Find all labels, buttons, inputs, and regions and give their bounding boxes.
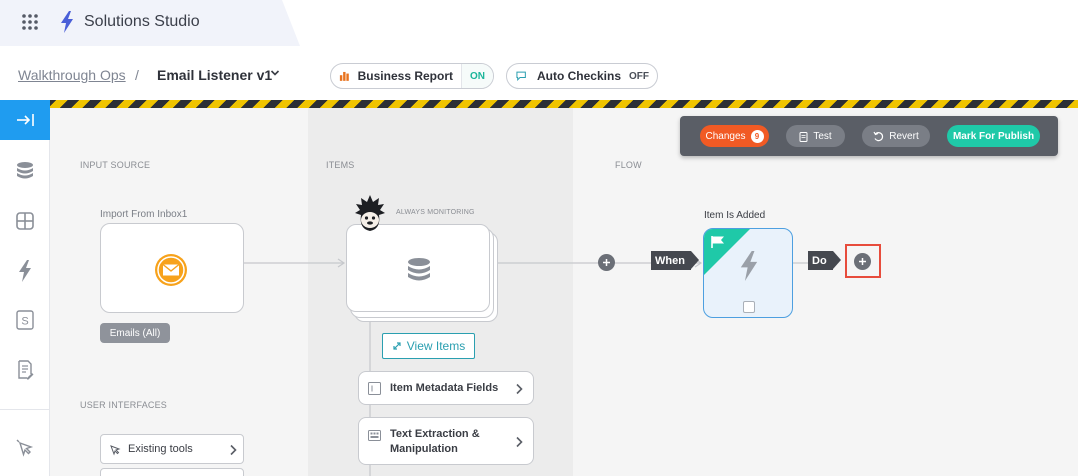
item-metadata-fields-card[interactable]: Item Metadata Fields xyxy=(358,371,534,405)
rail-pointer-button[interactable] xyxy=(0,430,50,466)
clipboard-icon xyxy=(799,131,808,142)
view-items-label: View Items xyxy=(406,339,466,353)
rail-divider xyxy=(0,409,50,410)
svg-text:S: S xyxy=(21,316,28,328)
add-action-highlight xyxy=(845,244,881,278)
cursor-click-icon xyxy=(110,445,121,456)
mark-for-publish-button[interactable]: Mark For Publish xyxy=(947,125,1040,147)
expand-arrow-icon xyxy=(17,114,34,126)
when-tag: When xyxy=(651,251,699,270)
email-envelope-icon xyxy=(155,254,187,286)
top-header: Solutions Studio xyxy=(0,0,1078,46)
chevron-down-icon[interactable] xyxy=(270,68,280,78)
database-icon xyxy=(17,162,33,179)
cursor-click-icon xyxy=(16,439,34,457)
input-source-heading: INPUT SOURCE xyxy=(80,160,151,170)
hazard-stripe xyxy=(50,100,1078,108)
user-interfaces-heading: USER INTERFACES xyxy=(80,400,168,410)
chat-bubble-icon xyxy=(516,71,526,82)
items-card[interactable] xyxy=(346,224,490,312)
existing-tools-label: Existing tools xyxy=(128,443,193,455)
rail-expand-button[interactable] xyxy=(0,100,50,140)
publish-toolbar: Changes 9 Test Revert Mark For Publish xyxy=(680,116,1058,156)
expand-diagonal-icon xyxy=(393,342,401,350)
business-report-label: Business Report xyxy=(357,69,453,83)
do-tag: Do xyxy=(808,251,841,270)
flow-column xyxy=(573,108,1078,476)
text-extraction-label-line2: Manipulation xyxy=(390,443,458,455)
header-band xyxy=(0,0,300,46)
auto-checkins-toggle[interactable]: Auto Checkins OFF xyxy=(506,63,658,89)
bolt-icon xyxy=(740,251,758,281)
breadcrumb: Walkthrough Ops / Email Listener v1 Busi… xyxy=(0,46,1078,100)
bolt-icon xyxy=(61,11,73,33)
revert-button[interactable]: Revert xyxy=(862,125,930,147)
inbox-source-title: Import From Inbox1 xyxy=(100,209,188,220)
flow-heading: FLOW xyxy=(615,160,642,170)
inbox-source-card[interactable] xyxy=(100,223,244,313)
always-monitoring-label: ALWAYS MONITORING xyxy=(396,209,475,216)
auto-checkins-state: OFF xyxy=(629,70,649,82)
plus-icon xyxy=(859,258,866,265)
item-metadata-fields-label: Item Metadata Fields xyxy=(390,382,499,394)
auto-checkins-label: Auto Checkins xyxy=(536,69,621,83)
metadata-field-icon xyxy=(368,382,381,395)
breadcrumb-separator: / xyxy=(135,67,139,83)
business-report-toggle[interactable]: Business Report ON xyxy=(330,63,494,89)
changes-count-badge: 9 xyxy=(750,129,764,143)
test-button[interactable]: Test xyxy=(786,125,845,147)
business-report-state: ON xyxy=(461,64,493,88)
trigger-checkbox[interactable] xyxy=(743,301,755,313)
text-extraction-card[interactable]: Text Extraction & Manipulation xyxy=(358,417,534,465)
trigger-title: Item Is Added xyxy=(704,210,766,221)
rail-notes-button[interactable] xyxy=(0,352,50,388)
add-action-button[interactable] xyxy=(854,253,871,270)
emails-filter-tag[interactable]: Emails (All) xyxy=(100,323,170,343)
chevron-right-icon xyxy=(230,444,237,456)
rail-database-button[interactable] xyxy=(0,153,50,189)
rail-solutions-button[interactable]: S xyxy=(0,302,50,338)
chevron-right-icon xyxy=(516,436,523,448)
grid-layout-icon xyxy=(16,212,34,230)
item-added-trigger-card[interactable] xyxy=(703,228,793,318)
breadcrumb-parent-link[interactable]: Walkthrough Ops xyxy=(18,67,126,83)
bolt-icon xyxy=(19,260,31,282)
breadcrumb-current: Email Listener v1 xyxy=(157,67,273,83)
items-heading: ITEMS xyxy=(326,160,355,170)
add-trigger-button[interactable] xyxy=(598,254,615,271)
edit-document-icon xyxy=(18,360,34,380)
changes-label: Changes xyxy=(705,130,746,142)
test-label: Test xyxy=(813,130,832,142)
rail-layout-button[interactable] xyxy=(0,203,50,239)
database-icon xyxy=(408,258,430,281)
rail-automation-button[interactable] xyxy=(0,253,50,289)
app-title: Solutions Studio xyxy=(84,13,200,30)
bar-chart-icon xyxy=(339,71,349,81)
apps-grid-icon[interactable] xyxy=(21,13,39,31)
revert-icon xyxy=(873,131,884,141)
view-items-button[interactable]: View Items xyxy=(382,333,475,359)
flag-icon xyxy=(711,236,724,248)
monkey-mascot-icon xyxy=(355,195,385,231)
s-badge-icon: S xyxy=(16,310,34,330)
interface-card-partial[interactable] xyxy=(100,468,244,476)
existing-tools-card[interactable]: Existing tools xyxy=(100,434,244,464)
keyboard-icon xyxy=(368,430,381,441)
revert-label: Revert xyxy=(889,130,919,142)
changes-button[interactable]: Changes 9 xyxy=(700,125,769,147)
chevron-right-icon xyxy=(516,383,523,395)
left-rail: S xyxy=(0,100,50,476)
text-extraction-label-line1: Text Extraction & xyxy=(390,428,480,440)
plus-icon xyxy=(603,259,610,266)
